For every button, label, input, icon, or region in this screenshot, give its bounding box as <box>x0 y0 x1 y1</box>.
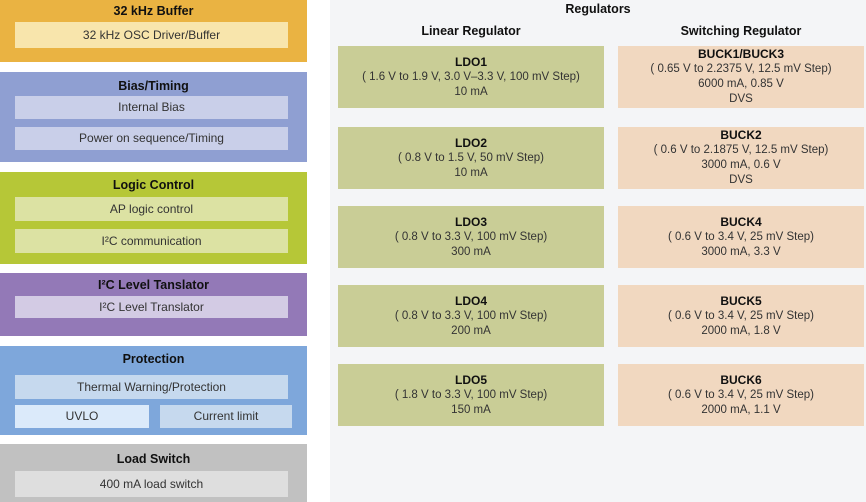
block-protection: Protection Thermal Warning/Protection UV… <box>0 346 307 435</box>
regulator-range: ( 0.65 V to 2.2375 V, 12.5 mV Step) <box>650 63 832 75</box>
regulator-dvs: DVS <box>729 93 753 105</box>
regulator-card-buck2: BUCK2 ( 0.6 V to 2.1875 V, 12.5 mV Step)… <box>618 127 864 189</box>
sub-block-power-on-sequence: Power on sequence/Timing <box>15 127 288 150</box>
regulators-panel: Regulators Linear Regulator Switching Re… <box>330 0 866 502</box>
switching-regulator-header: Switching Regulator <box>680 24 802 38</box>
regulator-card-ldo5: LDO5 ( 1.8 V to 3.3 V, 100 mV Step) 150 … <box>338 364 604 426</box>
block-i2c-level-translator: I²C Level Tanslator I²C Level Translator <box>0 273 307 336</box>
block-load-switch: Load Switch 400 mA load switch <box>0 444 307 502</box>
regulator-range: ( 1.6 V to 1.9 V, 3.0 V–3.3 V, 100 mV St… <box>362 70 580 83</box>
regulator-current: 10 mA <box>454 166 488 179</box>
regulator-current: 3000 mA, 0.6 V <box>701 159 781 171</box>
regulator-name: BUCK1/BUCK3 <box>697 47 784 61</box>
regulators-title: Regulators <box>565 2 631 16</box>
regulator-name: LDO2 <box>454 135 487 150</box>
block-title: Bias/Timing <box>118 79 189 93</box>
regulator-name: BUCK6 <box>720 372 762 387</box>
sub-block-current-limit: Current limit <box>160 405 292 428</box>
regulator-name: LDO5 <box>454 372 487 387</box>
sub-block-internal-bias: Internal Bias <box>15 96 288 119</box>
regulator-current: 3000 mA, 3.3 V <box>701 245 781 258</box>
sub-block-ap-logic-control: AP logic control <box>15 197 288 221</box>
block-bias-timing: Bias/Timing Internal Bias Power on seque… <box>0 72 307 162</box>
regulator-card-ldo3: LDO3 ( 0.8 V to 3.3 V, 100 mV Step) 300 … <box>338 206 604 268</box>
regulator-current: 6000 mA, 0.85 V <box>698 78 784 90</box>
regulator-card-buck6: BUCK6 ( 0.6 V to 3.4 V, 25 mV Step) 2000… <box>618 364 864 426</box>
sub-block-load-switch: 400 mA load switch <box>15 471 288 497</box>
regulator-current: 10 mA <box>454 85 488 98</box>
regulator-range: ( 0.6 V to 3.4 V, 25 mV Step) <box>668 309 814 322</box>
regulator-current: 2000 mA, 1.1 V <box>701 403 781 416</box>
regulator-range: ( 0.6 V to 3.4 V, 25 mV Step) <box>668 388 814 401</box>
regulator-card-ldo4: LDO4 ( 0.8 V to 3.3 V, 100 mV Step) 200 … <box>338 285 604 347</box>
block-title: Protection <box>122 352 185 366</box>
regulator-name: LDO3 <box>454 214 487 229</box>
block-logic-control: Logic Control AP logic control I²C commu… <box>0 172 307 264</box>
block-title: Load Switch <box>116 452 191 466</box>
sub-block-uvlo: UVLO <box>15 405 149 428</box>
regulator-card-ldo1: LDO1 ( 1.6 V to 1.9 V, 3.0 V–3.3 V, 100 … <box>338 46 604 108</box>
regulator-current: 200 mA <box>451 324 491 337</box>
regulator-name: LDO4 <box>454 293 487 308</box>
regulator-current: 2000 mA, 1.8 V <box>701 324 781 337</box>
regulator-range: ( 0.8 V to 3.3 V, 100 mV Step) <box>394 309 548 322</box>
regulator-name: BUCK5 <box>720 293 762 308</box>
regulator-range: ( 1.8 V to 3.3 V, 100 mV Step) <box>394 388 548 401</box>
block-title: I²C Level Tanslator <box>98 278 209 292</box>
sub-block-thermal-warning: Thermal Warning/Protection <box>15 375 288 399</box>
regulator-name: BUCK2 <box>720 128 762 142</box>
sub-block-i2c-level-translator: I²C Level Translator <box>15 296 288 318</box>
regulator-card-buck4: BUCK4 ( 0.6 V to 3.4 V, 25 mV Step) 3000… <box>618 206 864 268</box>
block-title: 32 kHz Buffer <box>113 4 194 18</box>
regulator-range: ( 0.8 V to 3.3 V, 100 mV Step) <box>394 230 548 243</box>
block-32khz-buffer: 32 kHz Buffer 32 kHz OSC Driver/Buffer <box>0 0 307 62</box>
regulator-current: 300 mA <box>451 245 491 258</box>
sub-block-i2c-communication: I²C communication <box>15 229 288 253</box>
regulator-dvs: DVS <box>729 174 753 186</box>
regulator-card-buck1-buck3: BUCK1/BUCK3 ( 0.65 V to 2.2375 V, 12.5 m… <box>618 46 864 108</box>
linear-regulator-header: Linear Regulator <box>421 24 521 38</box>
regulator-name: BUCK4 <box>720 214 762 229</box>
block-title: Logic Control <box>112 178 195 192</box>
regulator-range: ( 0.6 V to 3.4 V, 25 mV Step) <box>668 230 814 243</box>
regulator-name: LDO1 <box>454 54 487 69</box>
regulator-current: 150 mA <box>451 403 491 416</box>
regulator-card-ldo2: LDO2 ( 0.8 V to 1.5 V, 50 mV Step) 10 mA <box>338 127 604 189</box>
regulator-card-buck5: BUCK5 ( 0.6 V to 3.4 V, 25 mV Step) 2000… <box>618 285 864 347</box>
regulator-range: ( 0.6 V to 2.1875 V, 12.5 mV Step) <box>653 144 829 156</box>
regulator-range: ( 0.8 V to 1.5 V, 50 mV Step) <box>398 151 544 164</box>
sub-block-osc-driver-buffer: 32 kHz OSC Driver/Buffer <box>15 22 288 48</box>
